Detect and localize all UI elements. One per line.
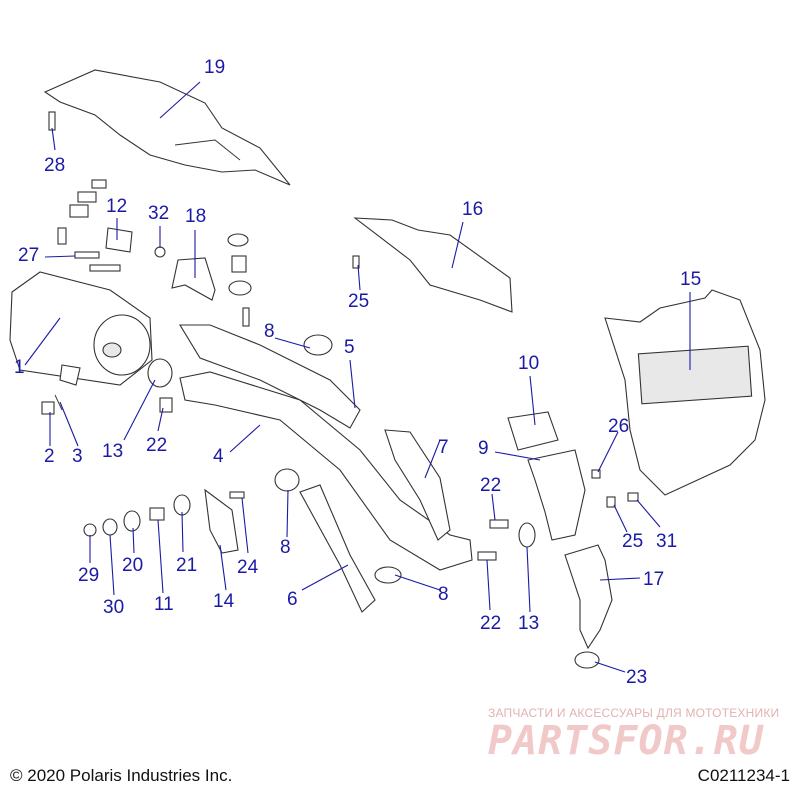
callout-8-left: 8: [280, 537, 291, 558]
part-29-nut: [83, 523, 97, 537]
part-23-clamp: [574, 651, 600, 669]
callout-7: 7: [438, 437, 449, 458]
part-11-spacer: [149, 507, 165, 521]
callout-14: 14: [213, 591, 235, 612]
part-7-shield: [384, 429, 451, 541]
muffler-tip: [59, 364, 81, 386]
callout-9: 9: [478, 438, 489, 459]
part-20-grommet: [123, 510, 141, 532]
part-28-bolt: [48, 111, 56, 131]
callout-10: 10: [518, 353, 540, 374]
callout-17: 17: [643, 569, 665, 590]
callout-8-bottom: 8: [438, 584, 449, 605]
callout-26: 26: [608, 416, 630, 437]
part-stack-bushing: [77, 191, 97, 203]
callout-19: 19: [204, 57, 226, 78]
callout-1: 1: [14, 357, 25, 378]
callout-23: 23: [626, 667, 648, 688]
callout-3: 3: [72, 446, 83, 467]
callout-13-right: 13: [518, 613, 540, 634]
part-24-bolt: [229, 491, 245, 499]
part-bolt-2: [89, 264, 121, 272]
watermark-brand: PARTSFOR.RU: [488, 718, 764, 764]
callout-22-left: 22: [146, 435, 168, 456]
part-14-bracket: [204, 488, 239, 554]
callout-28: 28: [44, 155, 66, 176]
callout-6: 6: [287, 589, 298, 610]
muffler-end-cap: [93, 314, 151, 376]
part-31-nut: [627, 492, 639, 502]
part-16-heat-shield: [353, 217, 513, 313]
part-13-gasket-left: [147, 358, 173, 388]
callout-22-bottom-right: 22: [480, 613, 502, 634]
part-19-heat-shield: [43, 69, 291, 186]
callout-11: 11: [154, 594, 174, 615]
callout-24: 24: [237, 557, 259, 578]
callout-22-top-right: 22: [480, 475, 502, 496]
part-8-clamp-left: [274, 468, 300, 492]
watermark-tagline: ЗАПЧАСТИ И АКСЕССУАРЫ ДЛЯ МОТОТЕХНИКИ: [488, 706, 780, 720]
leader-lines: [24, 81, 691, 673]
part-25-bolt-top: [352, 255, 360, 269]
callout-27: 27: [18, 245, 40, 266]
part-stack-spacer: [69, 204, 89, 218]
part-grommet-c: [228, 280, 252, 296]
callout-12: 12: [106, 196, 128, 217]
part-10-flange-gasket: [507, 411, 559, 451]
callout-25-top: 25: [348, 291, 370, 312]
callout-13-left: 13: [102, 441, 124, 462]
part-3-clip: [54, 394, 63, 411]
callout-8-top: 8: [264, 321, 275, 342]
callout-5: 5: [344, 337, 355, 358]
muffler-outlet: [102, 342, 122, 358]
part-2-bolt: [41, 401, 55, 415]
part-26-stud: [591, 469, 601, 479]
callout-4: 4: [213, 446, 224, 467]
part-22-spring-right-bottom: [477, 551, 497, 561]
part-stack-bolt: [57, 227, 67, 245]
part-stack-washer: [91, 179, 107, 189]
part-18-bracket: [171, 257, 216, 301]
callout-25-bottom: 25: [622, 531, 644, 552]
callout-30: 30: [103, 597, 125, 618]
part-15-shading: [637, 345, 753, 405]
copyright-notice: © 2020 Polaris Industries Inc.: [10, 766, 233, 785]
callout-15: 15: [680, 269, 702, 290]
part-stud: [242, 307, 250, 327]
part-12-bracket: [105, 227, 133, 253]
part-25-bolt-bottom: [606, 496, 616, 508]
callout-32: 32: [148, 203, 170, 224]
part-30-washer: [102, 518, 118, 536]
callout-31: 31: [656, 531, 678, 552]
part-22-spring-left: [159, 397, 173, 413]
part-32-nut: [154, 246, 166, 258]
part-grommet-b: [231, 255, 247, 273]
part-6-pipe: [299, 484, 376, 613]
callout-21: 21: [176, 555, 198, 576]
part-17-shield: [564, 544, 613, 650]
callout-16: 16: [462, 199, 484, 220]
part-8-clamp-top: [303, 334, 333, 356]
part-9-elbow: [527, 449, 586, 541]
part-8-clamp-bottom: [374, 566, 402, 584]
part-13-gasket-right: [518, 522, 536, 548]
part-27-bolt: [74, 251, 100, 259]
part-4-pipe: [179, 371, 473, 571]
part-grommet-a: [227, 233, 249, 247]
callout-2: 2: [44, 446, 55, 467]
part-5-pipe-shield: [179, 324, 361, 429]
callout-20: 20: [122, 555, 144, 576]
callout-29: 29: [78, 565, 100, 586]
callout-18: 18: [185, 206, 207, 227]
part-22-spring-right-top: [489, 519, 509, 529]
diagram-code: C0211234-1: [697, 766, 790, 785]
